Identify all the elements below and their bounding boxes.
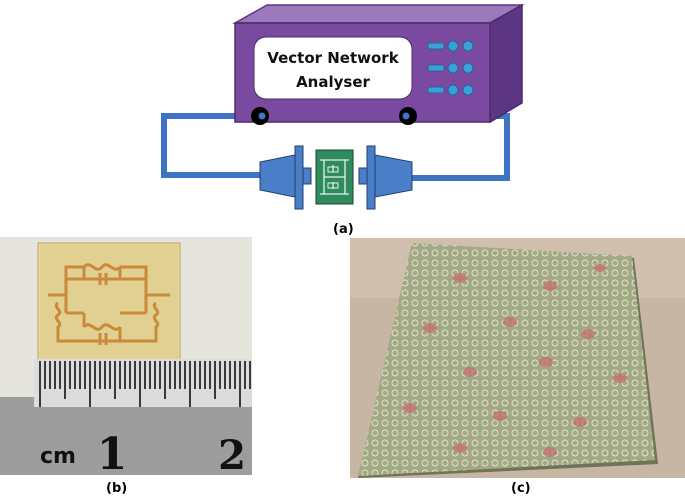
panel-c-label: (c) [511, 481, 531, 496]
vna-side-face [489, 3, 523, 124]
panel-b-label: (b) [106, 481, 128, 496]
copper-filter-circuit [48, 263, 170, 345]
left-cable [161, 113, 260, 178]
ruler-number-1: 1 [97, 429, 128, 475]
vna-port-2 [399, 107, 417, 125]
vna-label-box [253, 36, 413, 100]
right-cable [408, 113, 510, 181]
ruler-ticks [39, 361, 251, 407]
metasurface-pink-patches [403, 264, 627, 457]
prototype-photo: cm 1 2 [0, 237, 252, 475]
metasurface-photo [350, 238, 685, 478]
vna-setup-diagram: Vector Network Analyser [161, 3, 525, 210]
ruler-number-2: 2 [218, 432, 246, 475]
device-under-test-pcb [315, 149, 354, 205]
vna-port-1 [251, 107, 269, 125]
vna-title-line1: Vector Network [267, 49, 399, 67]
panel-a-label: (a) [333, 222, 354, 237]
left-coax-adapter [259, 145, 312, 210]
right-coax-adapter [358, 145, 413, 210]
vna-title-line2: Analyser [296, 73, 370, 91]
vna-top-face [232, 4, 525, 24]
vna-control-buttons [427, 40, 474, 96]
ruler-unit: cm [40, 444, 76, 469]
